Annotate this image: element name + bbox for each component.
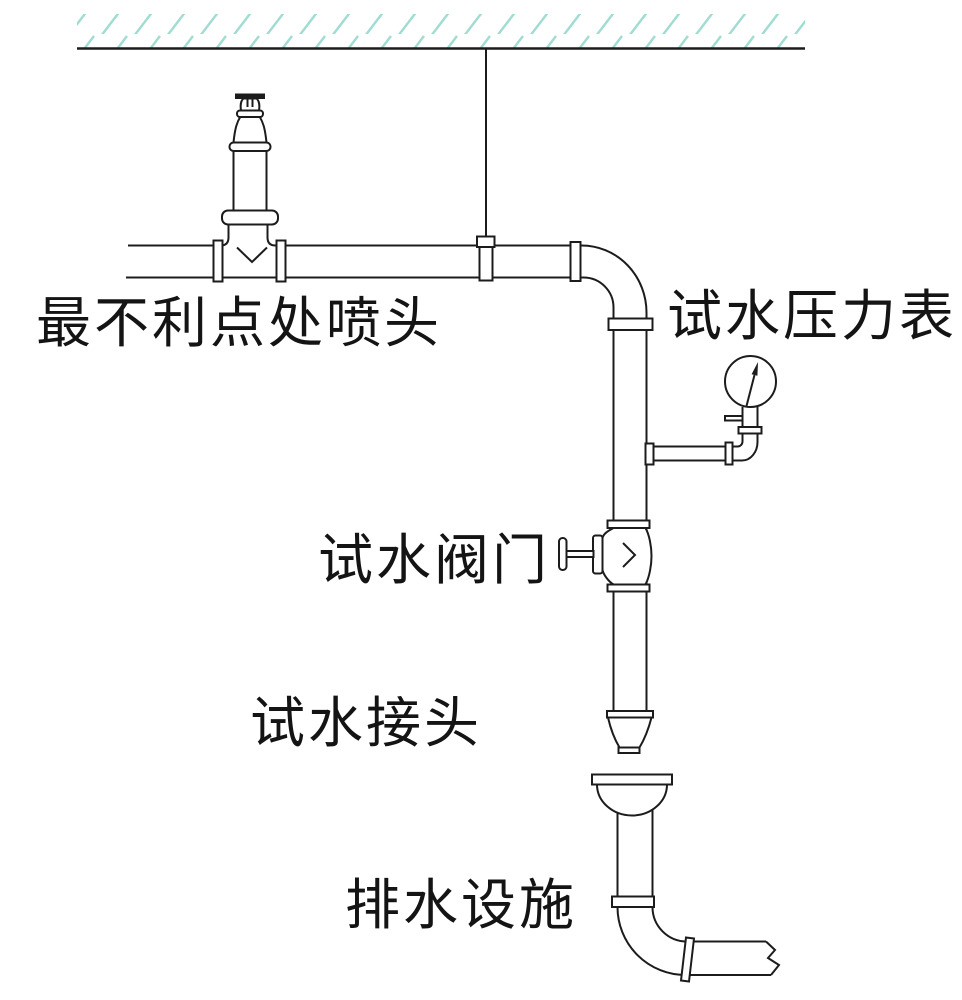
drain-coupling: [611, 895, 655, 908]
label-test-connector: 试水接头: [250, 693, 483, 754]
valve-body: [601, 527, 653, 586]
label-test-valve: 试水阀门: [318, 530, 551, 591]
main-pipe-inner: [126, 276, 615, 712]
gauge-branch-coupling: [724, 441, 734, 466]
tee-flow-chevron: [236, 246, 268, 264]
gauge-bleed-tick: [724, 415, 744, 422]
label-pressure-gauge: 试水压力表: [667, 286, 958, 347]
pressure-gauge-dial: [724, 355, 777, 408]
connector-cone: [606, 716, 653, 749]
valve-flow-chevron: [622, 542, 637, 568]
gauge-stem-flange: [737, 426, 763, 435]
connector-outlet: [617, 746, 641, 754]
valve-top-flange: [606, 519, 651, 529]
funnel-rim: [591, 773, 673, 786]
ceiling-hatch: [77, 14, 805, 48]
hanger-clamp-body: [478, 246, 494, 282]
valve-handwheel: [558, 537, 568, 571]
valve-stem: [565, 550, 595, 558]
pipe-break-symbol: [765, 940, 781, 976]
elbow-coupling: [607, 317, 654, 331]
funnel-bowl: [595, 783, 669, 817]
valve-bottom-flange: [606, 583, 651, 593]
sprinkler-escutcheon: [221, 209, 279, 226]
drain-slanted-coupling: [679, 936, 696, 983]
sprinkler-frame: [239, 97, 261, 112]
drain-elbow-inner: [651, 906, 766, 943]
gauge-branch-outer: [653, 407, 759, 462]
gauge-needle: [745, 374, 756, 407]
label-sprinkler: 最不利点处喷头: [36, 293, 443, 354]
drain-elbow-outer: [616, 906, 771, 976]
sprinkler-collar: [228, 141, 272, 152]
hanger-clamp-cap: [476, 235, 496, 248]
pipe-coupling: [569, 241, 582, 282]
tee-coupling-right: [275, 239, 287, 283]
sprinkler-deflector: [235, 93, 265, 99]
gauge-branch-flange: [644, 442, 655, 466]
tee-coupling-left: [212, 239, 224, 283]
sprinkler-body: [232, 115, 268, 144]
gauge-needle-arrowhead: [751, 362, 758, 376]
gauge-branch-inner: [653, 407, 744, 448]
label-drainage: 排水设施: [345, 875, 578, 936]
